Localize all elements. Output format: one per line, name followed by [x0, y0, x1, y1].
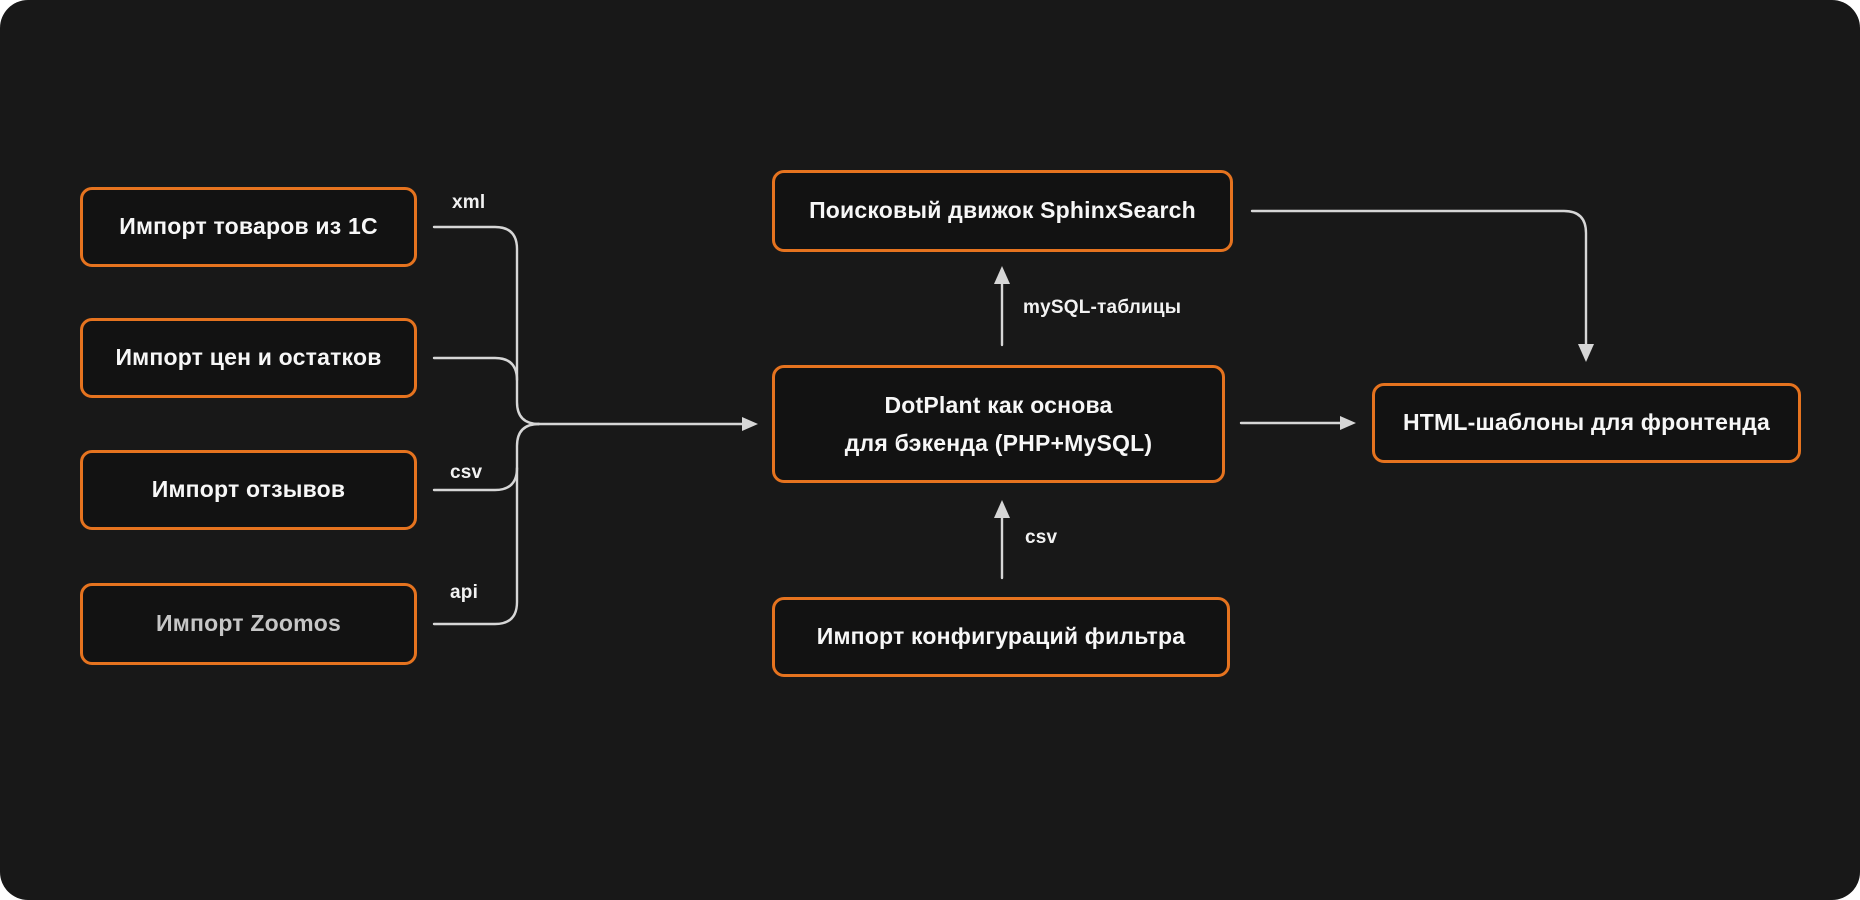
edge-label-xml: xml: [452, 192, 486, 213]
edge-label-csv-center: csv: [1025, 527, 1058, 548]
arrowhead-to-dotplant-icon: [742, 417, 758, 431]
node-import-1c-label: Импорт товаров из 1С: [119, 213, 378, 240]
connector-import-prices: [432, 356, 519, 382]
node-filter-config: Импорт конфигураций фильтра: [772, 597, 1230, 677]
edge-label-mysql-tables: mySQL-таблицы: [1023, 297, 1182, 318]
connector-import-1c: [432, 225, 541, 426]
node-dotplant: DotPlant как основа для бэкенда (PHP+MyS…: [772, 365, 1225, 483]
node-html-templates: HTML-шаблоны для фронтенда: [1372, 383, 1801, 463]
connector-import-zoomos: [432, 422, 541, 626]
node-dotplant-label-line2: для бэкенда (PHP+MySQL): [844, 430, 1153, 456]
arrowhead-filter-to-dotplant-icon: [994, 500, 1010, 518]
node-import-1c: Импорт товаров из 1С: [80, 187, 417, 267]
node-filter-config-label: Импорт конфигураций фильтра: [816, 623, 1186, 650]
node-import-reviews-label: Импорт отзывов: [151, 476, 346, 503]
node-import-reviews: Импорт отзывов: [80, 450, 417, 530]
node-import-zoomos: Импорт Zoomos: [80, 583, 417, 665]
node-import-prices-label: Импорт цен и остатков: [115, 344, 382, 371]
node-sphinx-search: Поисковый движок SphinxSearch: [772, 170, 1233, 252]
node-html-templates-label: HTML-шаблоны для фронтенда: [1402, 409, 1771, 436]
edge-label-api: api: [450, 582, 479, 603]
arrowhead-sphinx-to-html-icon: [1578, 344, 1594, 362]
arrowhead-dotplant-to-html-icon: [1340, 416, 1356, 430]
arrowhead-to-sphinx-icon: [994, 266, 1010, 284]
node-import-zoomos-label: Импорт Zoomos: [156, 610, 341, 637]
connector-sphinx-to-html: [1250, 209, 1588, 346]
node-dotplant-label-line1: DotPlant как основа: [884, 392, 1113, 418]
node-sphinx-label: Поисковый движок SphinxSearch: [809, 197, 1196, 224]
edge-label-csv-left: csv: [450, 462, 483, 483]
node-import-prices: Импорт цен и остатков: [80, 318, 417, 398]
